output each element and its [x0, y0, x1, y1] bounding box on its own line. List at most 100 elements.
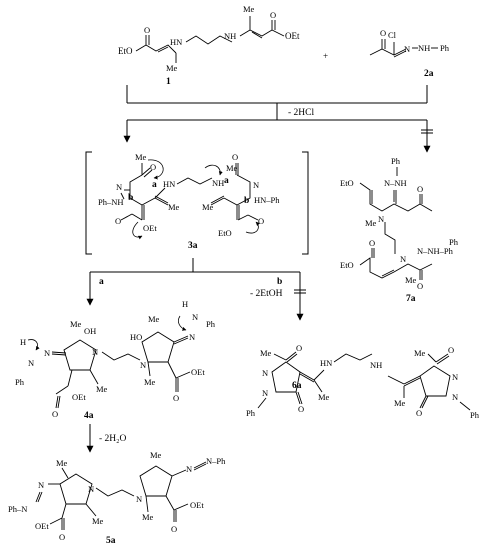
- atom-n: N: [44, 348, 50, 358]
- bond: [193, 461, 207, 469]
- bond: [210, 197, 225, 206]
- bond: [129, 174, 156, 206]
- bond: [89, 369, 99, 385]
- bond: [210, 195, 225, 204]
- bond: [57, 395, 61, 409]
- curly-arrow: [132, 221, 143, 240]
- bond-ethylene: [185, 35, 233, 45]
- atom-o: O: [59, 532, 65, 542]
- atom-o: O: [417, 281, 423, 291]
- atom-n: N: [262, 388, 268, 398]
- atom-hn: HN: [320, 358, 332, 368]
- atom-n: N: [136, 494, 142, 504]
- bond: [165, 495, 175, 511]
- bond: [403, 375, 421, 385]
- atom-o: O: [416, 408, 422, 418]
- curly-arrow: [204, 164, 223, 176]
- ring: [141, 331, 175, 363]
- atom-eto: EtO: [340, 178, 354, 188]
- curly-arrow: [147, 159, 164, 180]
- bond: [313, 379, 323, 393]
- bond: [147, 361, 151, 377]
- atom-ph: Ph: [391, 156, 401, 166]
- atom-me: Me: [166, 63, 178, 73]
- structure-2a: O Cl N NH Ph 2a: [369, 28, 450, 79]
- condition-minus-hcl: - 2HCl: [288, 108, 314, 118]
- atom-o: O: [171, 524, 177, 534]
- bond-ethylene: [176, 177, 213, 185]
- atom-o: O: [270, 10, 276, 20]
- bond: [247, 214, 259, 221]
- ring: [63, 339, 97, 371]
- atom-me: Me: [150, 450, 162, 460]
- atom-o: O: [296, 343, 302, 353]
- bond: [175, 371, 191, 379]
- atom-ph: Ph: [246, 408, 256, 418]
- atom-eto: EtO: [218, 228, 232, 238]
- atom-ph: Ph: [206, 319, 216, 329]
- bond: [135, 44, 177, 54]
- atom-o: O: [52, 409, 58, 419]
- bond: [285, 351, 297, 361]
- atom-me: Me: [92, 516, 104, 526]
- atom-oet: OEt: [285, 31, 300, 41]
- bond: [85, 503, 97, 517]
- bond: [143, 169, 153, 178]
- condition-minus-etoh: - 2EtOH: [250, 289, 283, 299]
- path-label-b: b: [277, 277, 282, 287]
- compound-label-3a: 3a: [188, 241, 198, 251]
- bond-ethylene: [333, 353, 373, 363]
- structure-1: EtO O Me HN NH Me O OEt 1: [118, 4, 300, 87]
- atom-oet: OEt: [143, 223, 157, 233]
- bond: [49, 517, 63, 525]
- atom-n: N: [92, 347, 98, 357]
- bond: [61, 467, 69, 479]
- structure-6a: Me O N N Ph O Me HN NH Me O Me N N Ph: [246, 343, 480, 420]
- compound-label-6a: 6a: [292, 381, 302, 391]
- atom-ph: Ph: [470, 410, 480, 420]
- bond: [299, 373, 315, 383]
- ring: [59, 473, 93, 505]
- path-label-b: b: [128, 193, 133, 203]
- bond: [37, 491, 43, 503]
- bond: [157, 46, 169, 53]
- condition-minus-water: - 2H₂O: [99, 434, 126, 444]
- bond: [435, 353, 449, 363]
- bond: [51, 351, 67, 354]
- compound-label-5a: 5a: [106, 536, 116, 546]
- bond: [257, 397, 267, 409]
- curly-arrow: [178, 315, 187, 331]
- bond: [251, 31, 263, 39]
- structure-7a: Ph N–NH EtO O Me N N Ph N–NH–Ph EtO O Me…: [340, 156, 459, 304]
- atom-me: Me: [56, 458, 68, 468]
- atom-ph-n: Ph–N: [8, 504, 27, 514]
- bond: [131, 213, 143, 221]
- bond: [154, 187, 166, 199]
- atom-o: O: [417, 184, 423, 194]
- path-label-a: a: [224, 176, 229, 186]
- atom-o: O: [173, 393, 179, 403]
- atom-o: O: [258, 216, 264, 226]
- bond: [141, 167, 151, 176]
- atom-eto: EtO: [340, 260, 354, 270]
- atom-me: Me: [135, 152, 147, 162]
- path-label-b: b: [244, 196, 249, 206]
- bond: [223, 174, 251, 206]
- bond: [387, 375, 405, 385]
- bond: [381, 269, 395, 277]
- bond: [239, 29, 285, 37]
- bond: [120, 192, 125, 200]
- atom-n: N: [378, 214, 384, 224]
- atom-hn: HN: [170, 37, 182, 47]
- bond: [359, 182, 421, 212]
- atom-oet: OEt: [191, 367, 205, 377]
- bond: [299, 371, 315, 381]
- atom-nh: NH: [224, 31, 236, 41]
- atom-oet: OEt: [72, 392, 86, 402]
- structure-5a: Me N N Ph–N O OEt Me Me N N N–Ph O OEt M…: [8, 450, 226, 546]
- atom-o: O: [232, 152, 238, 162]
- atom-ho: HO: [130, 332, 142, 342]
- atom-hn: HN: [163, 179, 175, 189]
- atom-me: Me: [405, 275, 417, 285]
- atom-n: N: [452, 392, 458, 402]
